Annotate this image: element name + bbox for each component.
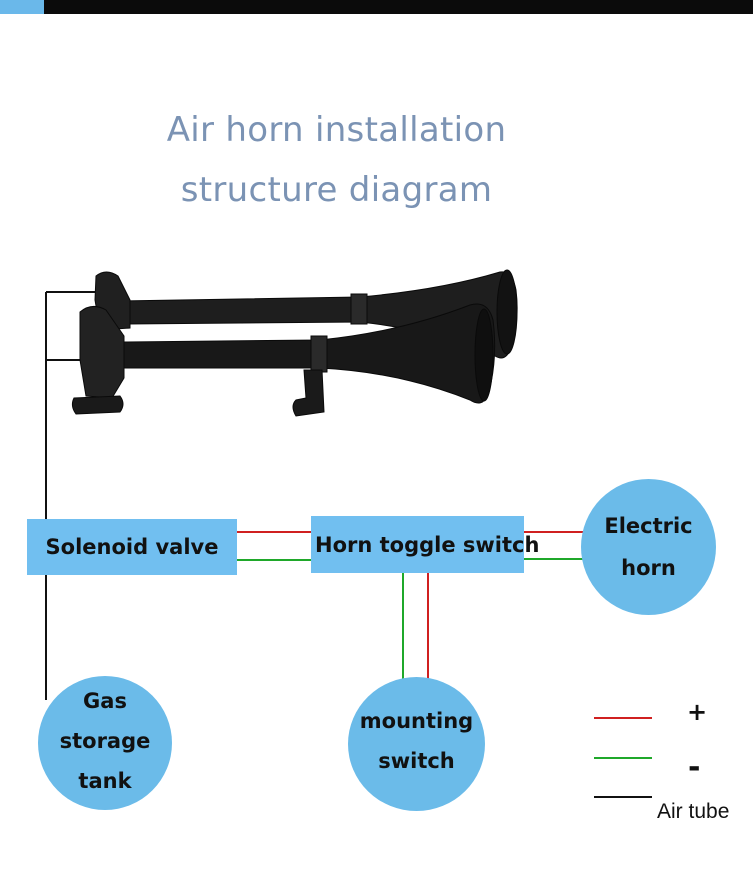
horn-toggle-switch-box: Horn toggle switch (311, 516, 539, 573)
wire-lines (237, 531, 584, 680)
diagram-title-line-1: Air horn installation (166, 110, 507, 150)
legend-air-tube-label: Air tube (657, 800, 730, 823)
gas-tank-label-line-1: Gas (83, 689, 127, 713)
gas-tank-label-line-3: tank (78, 769, 132, 793)
solenoid-valve-box: Solenoid valve (27, 519, 237, 575)
mounting-switch-node: mounting switch (348, 677, 485, 811)
electric-horn-label-line-2: horn (621, 556, 676, 580)
gas-storage-tank-node: Gas storage tank (38, 676, 172, 810)
legend-negative-label: - (688, 750, 701, 785)
electric-horn-label-line-1: Electric (604, 514, 693, 538)
legend-positive-label: + (687, 698, 708, 726)
top-bar (44, 0, 753, 14)
lower-horn-trumpet (71, 303, 496, 417)
mounting-switch-label-line-2: switch (378, 749, 455, 773)
gas-tank-label-line-2: storage (59, 729, 151, 753)
mounting-switch-label-line-1: mounting (359, 709, 474, 733)
upper-horn-trumpet (94, 269, 518, 359)
air-tube-lines (45, 291, 100, 700)
legend-lines (594, 717, 652, 798)
air-horn-image (71, 269, 518, 417)
electric-horn-node: Electric horn (581, 479, 716, 615)
top-accent-bar (0, 0, 44, 14)
diagram-title-line-2: structure diagram (180, 170, 493, 210)
